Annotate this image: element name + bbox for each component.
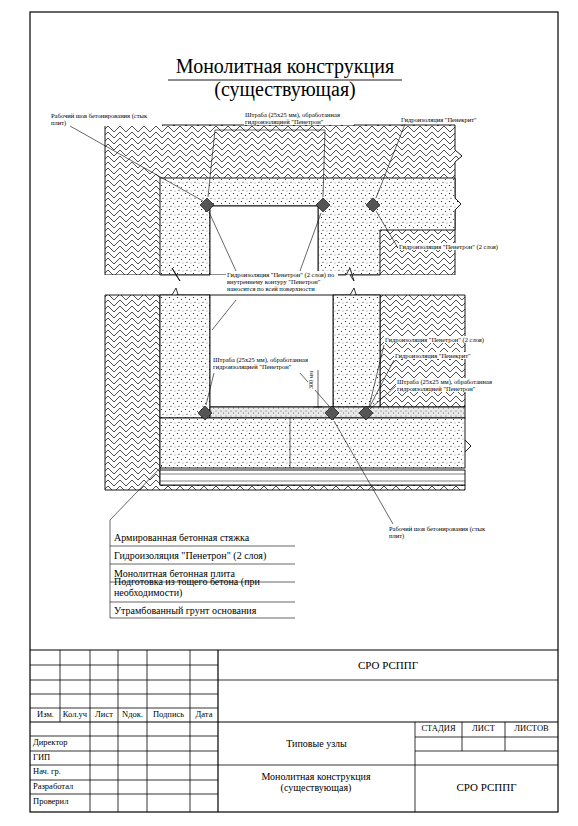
title-block-text: Дата bbox=[190, 710, 218, 719]
drawing-title: Монолитная конструкция (существующая) bbox=[155, 55, 415, 101]
title-block-text: Монолитная конструкция (существующая) bbox=[246, 771, 386, 793]
callout-text: Гидроизоляция "Пенетрон" (2 слоя) bbox=[384, 336, 504, 343]
title-block-text: СТАДИЯ bbox=[415, 724, 462, 733]
title-block-text: Nдок. bbox=[118, 710, 147, 719]
layer-name: Утрамбованный грунт основания bbox=[114, 605, 294, 616]
callout-text: Гидроизоляция "Пенекрит" bbox=[394, 352, 504, 359]
title-block-text: Подпись bbox=[147, 710, 190, 719]
title-block-text: Разработал bbox=[33, 782, 90, 791]
callout-text: Гидроизоляция "Пенетрон" (2 слоя) bbox=[398, 243, 528, 250]
dimension-text: 300 мм bbox=[308, 370, 315, 390]
title-block-text: Изм. bbox=[31, 710, 60, 719]
lower-section bbox=[105, 295, 471, 490]
callout-text: Рабочий шов бетонирования (стык плит) bbox=[388, 525, 500, 539]
callout-text: Штраба (25х25 мм), обработанная гидроизо… bbox=[396, 378, 508, 392]
title-block-text: ЛИСТОВ bbox=[505, 724, 558, 733]
title-block-text: Типовые узлы bbox=[218, 738, 415, 749]
title-block-text: Лист bbox=[90, 710, 118, 719]
callout-text: Рабочий шов бетонирования (стык плит) bbox=[50, 112, 162, 126]
layer-name: Гидроизоляция "Пенетрон" (2 слоя) bbox=[114, 550, 294, 561]
title-block-grid bbox=[30, 650, 558, 812]
leader-lines bbox=[70, 124, 405, 618]
callout-text: Гидроизоляция "Пенетрон" (2 слоя) по вну… bbox=[226, 271, 338, 292]
title-block-text: Нач. гр. bbox=[33, 767, 90, 776]
upper-section bbox=[105, 125, 462, 275]
callout-text: Штраба (25х25 мм), обработанная гидроизо… bbox=[244, 111, 354, 125]
layer-name: Подготовка из тощего бетона (при необход… bbox=[114, 576, 294, 598]
sheet-frame bbox=[30, 12, 558, 812]
title-block-text: СРО РСППГ bbox=[218, 659, 558, 671]
layer-name: Армированная бетонная стяжка bbox=[114, 532, 294, 543]
sealed-strip bbox=[198, 198, 380, 420]
title-block-text: Директор bbox=[33, 738, 90, 747]
title-block-text: СРО РСППГ bbox=[415, 781, 558, 793]
callout-text: Штраба (25х25 мм), обработанная гидроизо… bbox=[212, 356, 322, 370]
title-block-text: ГИП bbox=[33, 753, 90, 762]
callout-text: Гидроизоляция "Пенекрит" bbox=[400, 116, 510, 123]
title-block-text: Кол.уч bbox=[60, 710, 90, 719]
title-block-text: ЛИСТ bbox=[462, 724, 505, 733]
title-block-text: Проверил bbox=[33, 797, 90, 806]
